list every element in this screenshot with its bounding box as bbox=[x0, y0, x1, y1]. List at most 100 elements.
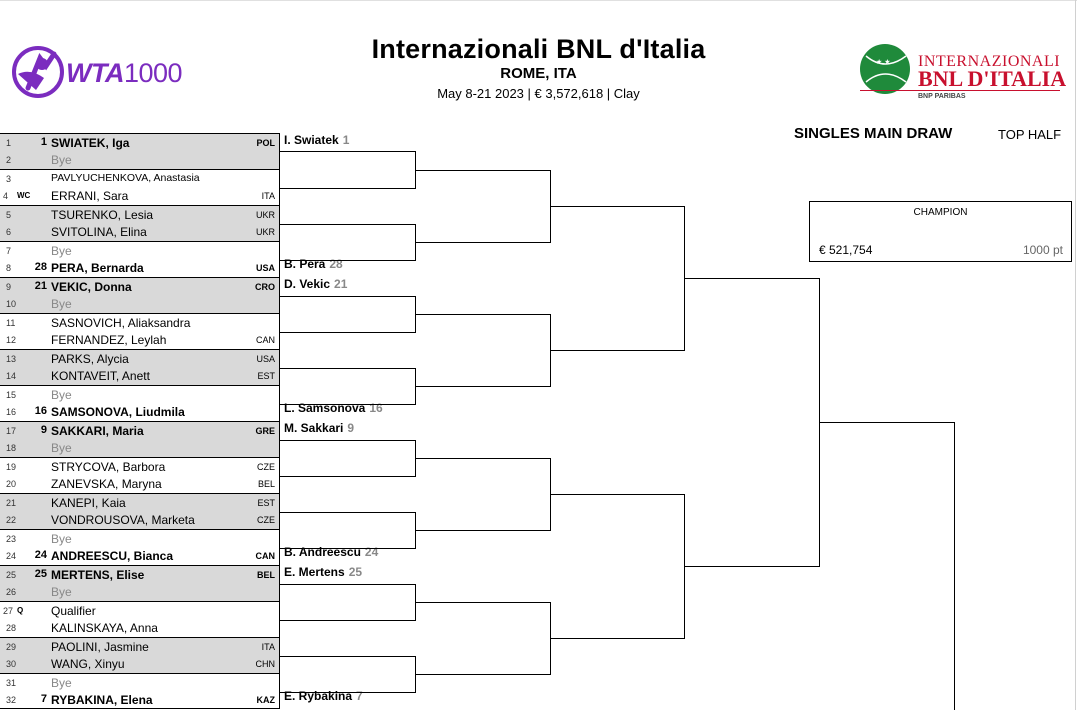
round2-seed: 9 bbox=[347, 421, 355, 435]
draw-row: 19 STRYCOVA, Barbora CZE bbox=[0, 457, 280, 475]
bracket-hline bbox=[415, 314, 550, 315]
player-name: Qualifier bbox=[51, 604, 96, 618]
player-name: SAKKARI, Maria bbox=[51, 424, 144, 438]
draw-position: 27 bbox=[3, 606, 14, 616]
player-name: VONDROUSOVA, Marketa bbox=[51, 513, 195, 527]
bracket-hline bbox=[280, 620, 415, 621]
tennis-ball-logo-icon: ★ ★ bbox=[860, 44, 910, 94]
player-country: POL bbox=[256, 138, 275, 148]
draw-position: 26 bbox=[6, 587, 17, 597]
player-name: VEKIC, Donna bbox=[51, 280, 132, 294]
bracket-hline bbox=[280, 692, 415, 693]
draw-half: TOP HALF bbox=[998, 127, 1062, 142]
draw-position: 5 bbox=[6, 210, 12, 220]
draw-position: 25 bbox=[6, 570, 17, 580]
draw-position: 21 bbox=[6, 498, 17, 508]
entry-type: WC bbox=[17, 191, 31, 200]
player-country: UKR bbox=[255, 210, 275, 220]
bracket-hline bbox=[415, 242, 550, 243]
draw-position: 22 bbox=[6, 515, 17, 525]
player-country: CZE bbox=[257, 462, 275, 472]
player-country: ITA bbox=[261, 191, 275, 201]
player-name: STRYCOVA, Barbora bbox=[51, 460, 166, 474]
player-seed: 25 bbox=[34, 568, 47, 580]
player-country: CAN bbox=[255, 335, 275, 345]
player-name: SWIATEK, Iga bbox=[51, 136, 130, 150]
bracket-hline bbox=[280, 332, 415, 333]
player-seed: 1 bbox=[40, 136, 47, 148]
player-country: EST bbox=[257, 498, 275, 508]
bracket-hline bbox=[280, 404, 415, 405]
player-name: ZANEVSKA, Maryna bbox=[51, 477, 162, 491]
bracket-hline bbox=[415, 458, 550, 459]
player-name: Bye bbox=[51, 388, 72, 402]
player-seed: 28 bbox=[34, 261, 47, 273]
draw-position: 32 bbox=[6, 695, 17, 705]
draw-position: 3 bbox=[6, 174, 12, 184]
draw-position: 6 bbox=[6, 227, 12, 237]
bracket-hline bbox=[280, 151, 415, 152]
player-name: TSURENKO, Lesia bbox=[51, 208, 154, 222]
bracket-hline bbox=[415, 386, 550, 387]
player-name: MERTENS, Elise bbox=[51, 568, 145, 582]
player-name: Bye bbox=[51, 532, 72, 546]
draw-position: 12 bbox=[6, 335, 17, 345]
player-country: USA bbox=[256, 354, 275, 364]
player-country: UKR bbox=[255, 227, 275, 237]
player-name: WANG, Xinyu bbox=[51, 657, 125, 671]
right-border bbox=[1075, 0, 1076, 710]
player-name: Bye bbox=[51, 441, 72, 455]
tournament-location: ROME, ITA bbox=[500, 65, 577, 82]
draw-position: 1 bbox=[6, 138, 12, 148]
round2-name: M. Sakkari bbox=[284, 421, 344, 435]
bracket-hline bbox=[415, 674, 550, 675]
bracket-hline bbox=[415, 530, 550, 531]
draw-position: 10 bbox=[6, 299, 17, 309]
bracket-hline bbox=[280, 548, 415, 549]
tournament-info: May 8-21 2023 | € 3,572,618 | Clay bbox=[437, 86, 640, 101]
player-country: CAN bbox=[255, 551, 276, 561]
player-name: FERNANDEZ, Leylah bbox=[51, 333, 167, 347]
player-seed: 24 bbox=[34, 549, 47, 561]
player-country: ITA bbox=[261, 642, 275, 652]
bracket-hline bbox=[684, 566, 819, 567]
draw-row: 5 TSURENKO, Lesia UKR bbox=[0, 205, 280, 223]
tournament-title: Internazionali BNL d'Italia bbox=[371, 34, 706, 64]
draw-position: 19 bbox=[6, 462, 17, 472]
draw-row: 10 Bye bbox=[0, 295, 280, 313]
draw-position: 14 bbox=[6, 371, 17, 381]
round2-seed: 1 bbox=[342, 133, 350, 147]
draw-position: 31 bbox=[6, 678, 17, 688]
draw-position: 30 bbox=[6, 659, 17, 669]
player-country: EST bbox=[257, 371, 275, 381]
player-seed: 21 bbox=[34, 280, 47, 292]
draw-position: 9 bbox=[6, 282, 12, 292]
player-seed: 16 bbox=[34, 405, 47, 417]
round2-seed: 7 bbox=[356, 689, 363, 703]
player-name: KANEPI, Kaia bbox=[51, 496, 126, 510]
wta-logo-icon bbox=[12, 46, 64, 98]
round2-seed: 21 bbox=[334, 277, 348, 291]
player-name: PARKS, Alycia bbox=[51, 352, 129, 366]
player-name: Bye bbox=[51, 297, 72, 311]
player-name: Bye bbox=[51, 676, 72, 690]
bracket-hline bbox=[280, 188, 415, 189]
player-seed: 9 bbox=[40, 424, 47, 436]
player-name: SAMSONOVA, Liudmila bbox=[51, 405, 185, 419]
round2-name: E. Mertens bbox=[284, 565, 345, 579]
bracket-hline bbox=[280, 224, 415, 225]
bracket-hline bbox=[550, 350, 684, 351]
bracket-vline bbox=[954, 422, 955, 710]
bracket-hline bbox=[550, 638, 684, 639]
draw-position: 20 bbox=[6, 479, 17, 489]
